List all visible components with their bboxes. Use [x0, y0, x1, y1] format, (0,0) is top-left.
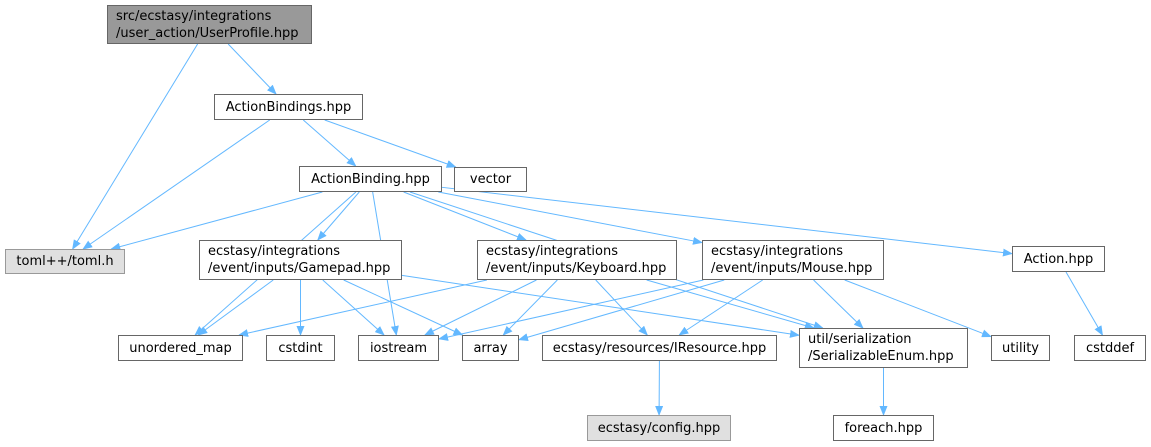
- edge-action_binding-to-mouse: [438, 191, 703, 245]
- edge-root-to-toml: [72, 43, 199, 250]
- node-action-hpp[interactable]: Action.hpp: [1012, 246, 1105, 272]
- edge-action_binding-to-toml: [110, 191, 323, 251]
- node-actionbinding-hpp[interactable]: ActionBinding.hpp: [299, 166, 442, 192]
- edge-keyboard-to-serializable_enum: [646, 279, 815, 330]
- node-cstddef: cstddef: [1074, 335, 1146, 361]
- edge-keyboard-to-unordered_map: [238, 279, 487, 337]
- node-serializableenum-line2: /SerializableEnum.hpp: [808, 349, 954, 364]
- node-cstdint: cstdint: [266, 335, 335, 361]
- edge-action_bindings-to-vector: [324, 119, 457, 168]
- edge-action_binding-to-action: [441, 186, 1013, 257]
- node-keyboard-line1: ecstasy/integrations: [486, 244, 619, 259]
- node-mouse-line2: /event/inputs/Mouse.hpp: [711, 261, 873, 276]
- node-vector-label: vector: [469, 172, 512, 187]
- edge-mouse-to-serializable_enum: [813, 279, 864, 329]
- edge-mouse-to-iostream: [438, 279, 704, 341]
- node-gamepad-line2: /event/inputs/Gamepad.hpp: [208, 261, 391, 276]
- node-root-line1: src/ecstasy/integrations: [116, 8, 272, 24]
- node-config-label: ecstasy/config.hpp: [597, 420, 721, 436]
- node-action-label: Action.hpp: [1023, 251, 1094, 267]
- node-array-label: array: [473, 340, 508, 356]
- node-vector: vector: [454, 167, 527, 192]
- edge-action-to-cstddef: [1065, 271, 1103, 336]
- node-utility: utility: [991, 335, 1050, 361]
- node-iostream: iostream: [358, 335, 439, 361]
- edge-mouse-to-iresource: [678, 279, 763, 336]
- node-unordered-map: unordered_map: [118, 335, 243, 361]
- edge-action_bindings-to-action_binding: [302, 119, 357, 167]
- edge-gamepad-to-serializable_enum: [401, 274, 800, 338]
- edge-keyboard-to-iresource: [595, 279, 648, 336]
- node-gamepad-hpp[interactable]: ecstasy/integrations /event/inputs/Gamep…: [199, 240, 402, 280]
- node-root-userprofile-hpp: src/ecstasy/integrations /user_action/Us…: [107, 5, 312, 44]
- node-iostream-label: iostream: [369, 340, 428, 356]
- node-mouse-hpp[interactable]: ecstasy/integrations /event/inputs/Mouse…: [702, 240, 884, 280]
- node-actionbinding-label: ActionBinding.hpp: [311, 171, 430, 187]
- node-iresource-label: ecstasy/resources/IResource.hpp: [552, 340, 767, 356]
- edge-root-to-action_bindings: [227, 43, 277, 95]
- edge-gamepad-to-iostream: [322, 279, 385, 336]
- edge-gamepad-to-unordered_map: [197, 279, 274, 336]
- node-toml-label: toml++/toml.h: [16, 254, 114, 269]
- edge-action_binding-to-keyboard: [403, 191, 527, 241]
- node-array: array: [462, 335, 519, 361]
- node-actionbindings-hpp[interactable]: ActionBindings.hpp: [214, 94, 363, 120]
- node-actionbindings-label: ActionBindings.hpp: [225, 99, 352, 115]
- node-unordered-map-label: unordered_map: [129, 340, 232, 356]
- node-root-line2: /user_action/UserProfile.hpp: [116, 25, 299, 41]
- edge-action_bindings-to-toml: [82, 119, 270, 250]
- node-mouse-line1: ecstasy/integrations: [711, 244, 844, 259]
- node-gamepad-line1: ecstasy/integrations: [208, 244, 341, 259]
- node-foreach-label: foreach.hpp: [844, 420, 923, 436]
- node-toml-h: toml++/toml.h: [5, 249, 125, 274]
- node-utility-label: utility: [1002, 340, 1039, 356]
- edge-mouse-to-array: [518, 279, 725, 342]
- node-keyboard-hpp[interactable]: ecstasy/integrations /event/inputs/Keybo…: [477, 240, 677, 280]
- edge-action_binding-to-gamepad: [317, 191, 360, 241]
- edge-keyboard-to-iostream: [423, 279, 537, 336]
- node-foreach-hpp[interactable]: foreach.hpp: [833, 415, 934, 441]
- node-cstddef-label: cstddef: [1085, 340, 1135, 356]
- node-serializableenum-line1: util/serialization: [808, 332, 912, 347]
- node-cstdint-label: cstdint: [278, 340, 323, 356]
- edge-mouse-to-utility: [844, 279, 992, 338]
- node-keyboard-line2: /event/inputs/Keyboard.hpp: [486, 261, 667, 276]
- node-serializableenum-hpp[interactable]: util/serialization /SerializableEnum.hpp: [799, 328, 968, 368]
- node-iresource-hpp[interactable]: ecstasy/resources/IResource.hpp: [542, 335, 777, 361]
- edge-keyboard-to-array: [502, 279, 558, 336]
- node-config-hpp: ecstasy/config.hpp: [587, 415, 731, 441]
